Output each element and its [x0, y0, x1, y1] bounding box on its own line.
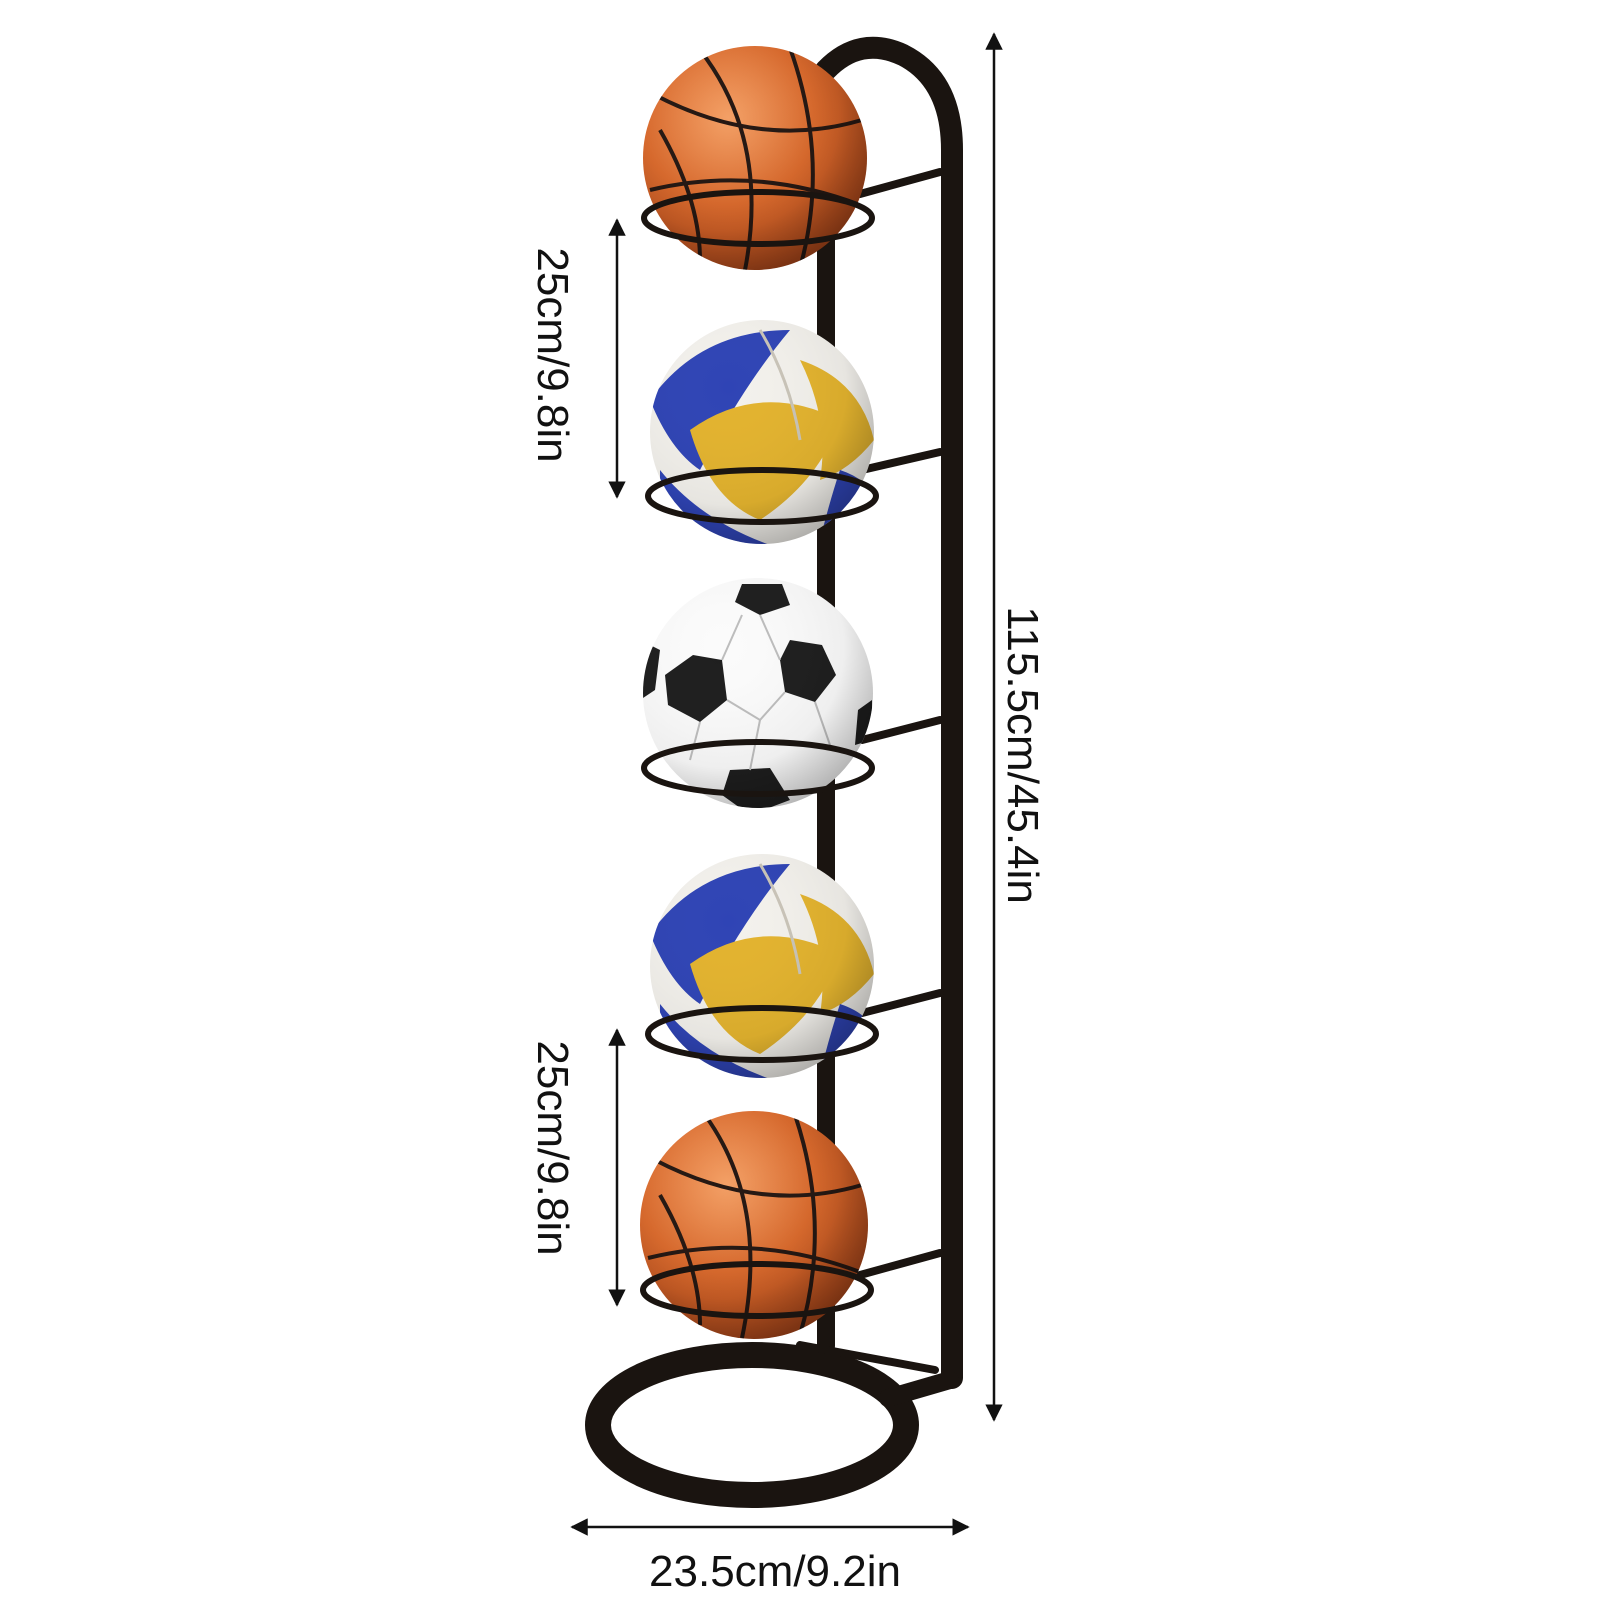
holder-ring-3: [641, 739, 875, 797]
base-connector: [879, 1371, 959, 1407]
support-arm-6: [796, 1341, 939, 1374]
top-spacing-dimension-label: 25cm/9.8in: [528, 247, 577, 463]
holder-ring-2: [645, 467, 879, 525]
ball-holder-rings: [640, 189, 879, 1319]
support-arm-4: [858, 989, 944, 1017]
front-upright-arch: [815, 36, 963, 1389]
dimension-lines: [570, 32, 1003, 1536]
volleyball-lower: [650, 854, 874, 1078]
basketball-bottom: [640, 1111, 868, 1339]
holder-ring-5: [640, 1261, 874, 1319]
support-arm-3: [858, 716, 944, 744]
holder-ring-4: [645, 1005, 879, 1063]
soccer-ball: [643, 578, 873, 808]
support-arm-2: [858, 448, 944, 474]
bottom-spacing-dimension-label: 25cm/9.8in: [528, 1040, 577, 1256]
support-arm-1: [856, 168, 944, 198]
base-ring: [585, 1342, 919, 1508]
holder-ring-1: [641, 189, 875, 247]
width-dimension-label: 23.5cm/9.2in: [649, 1547, 901, 1596]
support-arm-5: [856, 1249, 944, 1279]
total-height-dimension-label: 115.5cm/45.4in: [998, 606, 1047, 904]
volleyball-upper: [650, 320, 874, 544]
